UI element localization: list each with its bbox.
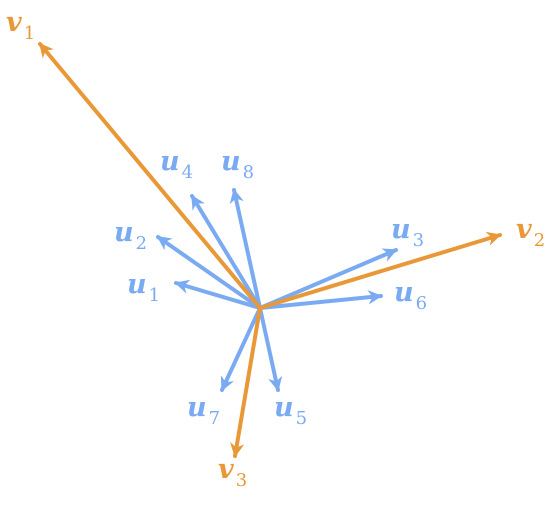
u5-arrow [258, 306, 283, 392]
u-vectors [156, 188, 398, 392]
u1-arrow [174, 279, 262, 310]
u7-arrow [220, 306, 262, 392]
v2-arrow [258, 231, 502, 310]
u3-arrow [258, 248, 398, 310]
u6-arrow [258, 290, 383, 310]
v3-arrow [230, 306, 262, 458]
u2-arrow [156, 235, 262, 310]
v1-arrow [38, 42, 262, 310]
v-vectors [38, 42, 502, 458]
u4-arrow [190, 194, 262, 310]
u8-arrow [229, 188, 262, 310]
